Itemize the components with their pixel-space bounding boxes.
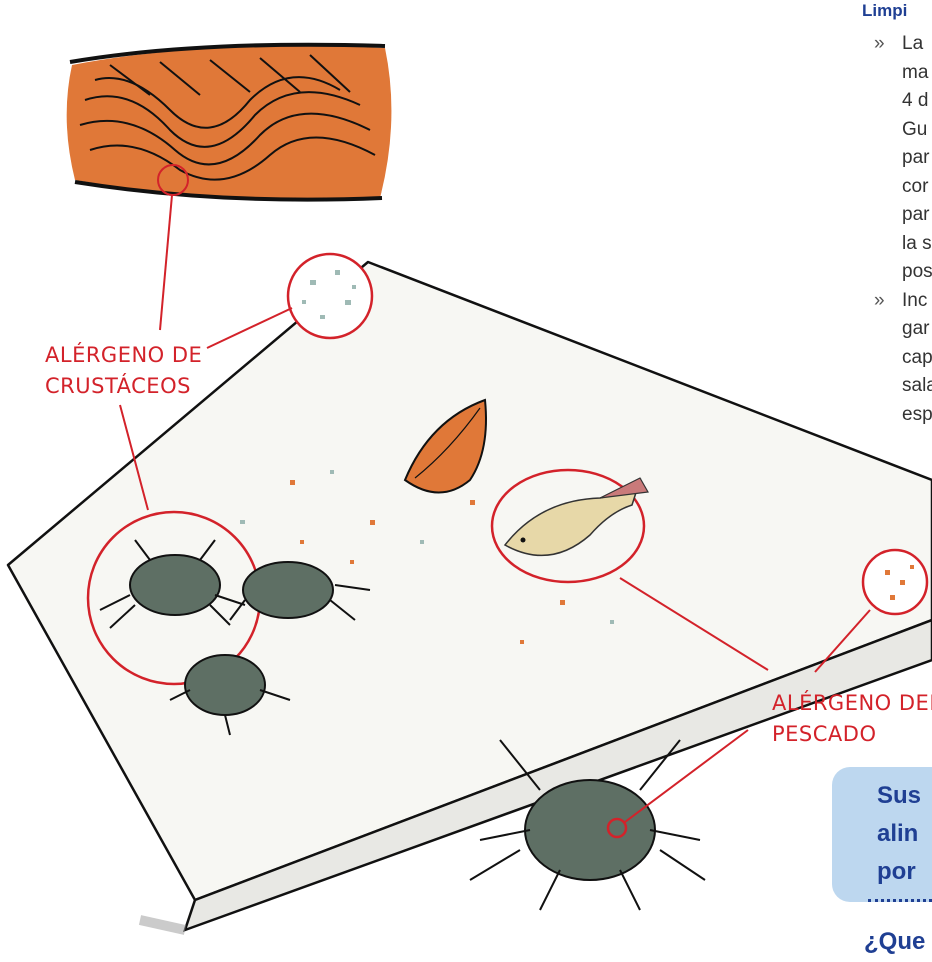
question-heading: ¿Que bbox=[864, 928, 925, 956]
callout-dotted-rule bbox=[868, 895, 932, 902]
bullet-2: Inc gar cap sala esp bbox=[872, 287, 932, 430]
callout-line: Sus bbox=[877, 777, 932, 815]
bullet-1-line: cor bbox=[902, 173, 932, 202]
bullet-2-line: gar bbox=[902, 315, 932, 344]
bullet-1-line: par bbox=[902, 201, 932, 230]
bullet-1-line: pos bbox=[902, 258, 932, 287]
callout-box: Sus alin por bbox=[832, 767, 932, 902]
label-crustaceans-line2: CRUSTÁCEOS bbox=[45, 371, 202, 402]
callout-line: alin bbox=[877, 815, 932, 853]
label-crustaceans: ALÉRGENO DE CRUSTÁCEOS bbox=[45, 340, 202, 402]
bullet-1-line: Gu bbox=[902, 116, 932, 145]
label-fish: ALÉRGENO DEL PESCADO bbox=[772, 688, 932, 750]
bullet-1-line: la s bbox=[902, 230, 932, 259]
label-crustaceans-line1: ALÉRGENO DE bbox=[45, 340, 202, 371]
salmon-steak-icon bbox=[67, 45, 392, 200]
label-fish-line2: PESCADO bbox=[772, 719, 932, 750]
bullet-1-line: La bbox=[902, 30, 932, 59]
label-fish-line1: ALÉRGENO DEL bbox=[772, 688, 932, 719]
bullet-1-line: par bbox=[902, 144, 932, 173]
bullet-2-line: sala bbox=[902, 372, 932, 401]
bullet-1-line: ma bbox=[902, 59, 932, 88]
side-heading: Limpi bbox=[862, 1, 907, 21]
bullet-2-line: esp bbox=[902, 401, 932, 430]
bullet-2-line: cap bbox=[902, 344, 932, 373]
callout-line: por bbox=[877, 853, 932, 891]
bullet-1-line: 4 d bbox=[902, 87, 932, 116]
side-bullets: La ma 4 d Gu par cor par la s pos Inc ga… bbox=[872, 30, 932, 429]
bullet-2-line: Inc bbox=[902, 287, 932, 316]
bullet-1: La ma 4 d Gu par cor par la s pos bbox=[872, 30, 932, 287]
